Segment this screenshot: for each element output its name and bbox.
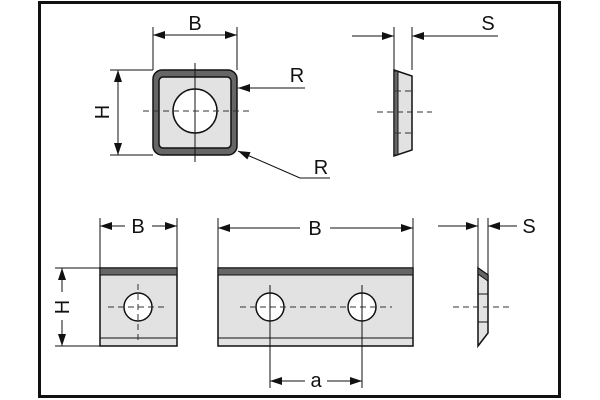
label-H: H xyxy=(52,300,74,314)
label-R: R xyxy=(314,157,328,179)
dimension-small-width: B xyxy=(99,216,178,268)
label-S: S xyxy=(481,13,494,35)
long-insert-front-view xyxy=(217,267,414,388)
drawing-frame xyxy=(38,1,561,398)
dimension-top-height: H xyxy=(92,69,153,156)
radius-callout-2: R xyxy=(237,150,330,179)
label-B: B xyxy=(131,216,144,238)
label-B: B xyxy=(188,13,201,35)
dimension-top-width: B xyxy=(152,13,238,70)
dimension-long-width: B xyxy=(217,218,414,268)
square-insert-front-view xyxy=(143,63,250,162)
square-insert-side-view xyxy=(377,68,432,158)
label-a: a xyxy=(310,370,322,392)
radius-callout-1: R xyxy=(238,65,305,92)
small-insert-front-view xyxy=(99,267,178,347)
dimension-hole-spacing: a xyxy=(270,370,362,392)
label-R: R xyxy=(290,65,304,87)
long-insert-side-view xyxy=(453,266,510,349)
dimension-top-thickness: S xyxy=(352,13,498,70)
dimension-small-height: H xyxy=(52,267,100,347)
label-H: H xyxy=(92,105,114,119)
label-B: B xyxy=(308,218,321,240)
dimension-bottom-thickness: S xyxy=(438,216,536,275)
label-S: S xyxy=(522,216,535,238)
